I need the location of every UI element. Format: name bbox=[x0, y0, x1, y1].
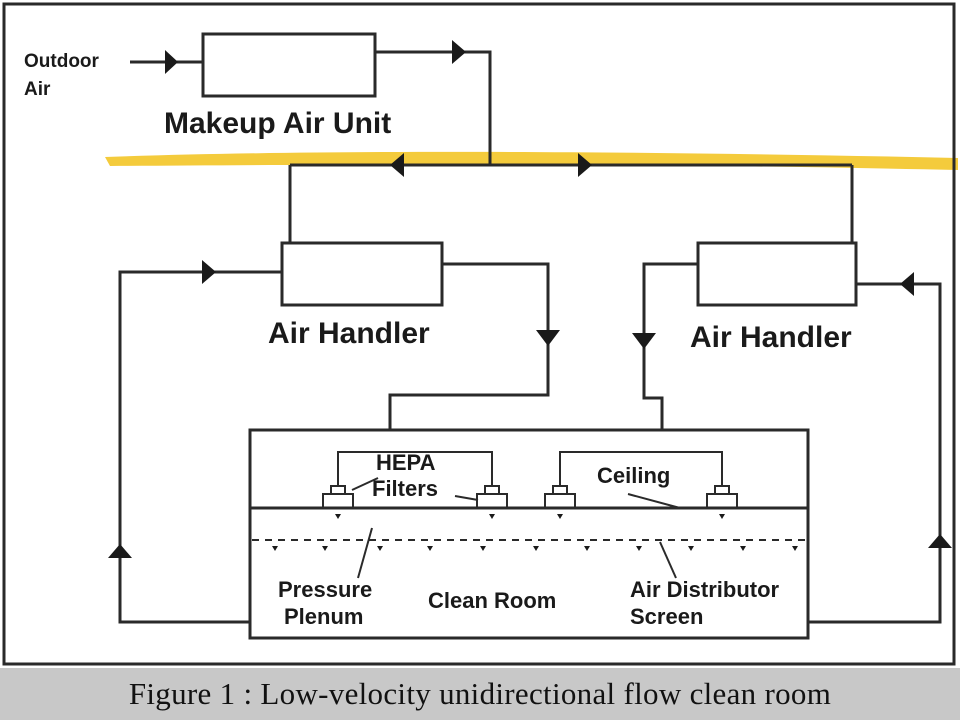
air-distributor-label: Air Distributor bbox=[630, 577, 780, 602]
makeup-air-unit-box bbox=[201, 32, 377, 98]
outdoor-air-label-2: Air bbox=[24, 79, 51, 100]
makeup-supply-arrow bbox=[452, 40, 466, 64]
flow-marker bbox=[427, 546, 433, 551]
flow-marker bbox=[272, 546, 278, 551]
hepa-leader bbox=[351, 477, 379, 491]
flow-marker bbox=[636, 546, 642, 551]
screen-leader bbox=[659, 541, 677, 579]
header-arrow-left bbox=[390, 153, 404, 177]
flow-marker bbox=[533, 546, 539, 551]
ceiling-label: Ceiling bbox=[597, 463, 670, 488]
header-arrow-right bbox=[578, 153, 592, 177]
right-return-arrow-side bbox=[928, 534, 952, 548]
air-handler-left-box bbox=[280, 241, 444, 307]
right-supply-line bbox=[642, 262, 698, 430]
hepa-label: HEPA bbox=[376, 450, 436, 475]
ceiling-leader bbox=[627, 493, 681, 509]
hepa-filter bbox=[476, 485, 508, 509]
hepa-filter bbox=[322, 485, 354, 509]
pressure-label: Pressure bbox=[278, 577, 372, 602]
outdoor-air-label: Outdoor bbox=[24, 51, 100, 72]
left-return-arrow-top bbox=[202, 260, 216, 284]
airflow-markers bbox=[272, 514, 798, 551]
flow-marker bbox=[688, 546, 694, 551]
flow-marker bbox=[740, 546, 746, 551]
diagram-panel: Outdoor Air Makeup Air Unit Air Handler … bbox=[2, 2, 958, 666]
plenum-label: Plenum bbox=[284, 604, 363, 629]
left-return-line bbox=[118, 270, 282, 624]
clean-room-label: Clean Room bbox=[428, 588, 556, 613]
right-supply-arrow bbox=[632, 333, 656, 349]
hepa-leader-right bbox=[454, 495, 479, 501]
right-return-line bbox=[808, 282, 942, 624]
hepa-filter bbox=[544, 485, 576, 509]
pressure-leader bbox=[357, 527, 373, 579]
flow-marker bbox=[322, 546, 328, 551]
flow-marker bbox=[480, 546, 486, 551]
left-supply-arrow bbox=[536, 330, 560, 346]
figure-caption: Figure 1 : Low-velocity unidirectional f… bbox=[128, 676, 832, 711]
diagram-border bbox=[2, 2, 956, 666]
air-handler-left-label: Air Handler bbox=[268, 317, 430, 350]
flow-marker bbox=[377, 546, 383, 551]
flow-marker bbox=[584, 546, 590, 551]
screen-label: Screen bbox=[630, 604, 703, 629]
flow-marker bbox=[335, 514, 341, 519]
caption-bar: Figure 1 : Low-velocity unidirectional f… bbox=[0, 668, 960, 720]
outdoor-air-arrow bbox=[165, 50, 178, 74]
flow-diagram: Outdoor Air Makeup Air Unit Air Handler … bbox=[2, 2, 958, 666]
hepa-filter bbox=[706, 485, 738, 509]
flow-marker bbox=[557, 514, 563, 519]
air-handler-right-label: Air Handler bbox=[690, 321, 852, 354]
highlight-stroke bbox=[105, 151, 958, 170]
left-manifold bbox=[337, 451, 493, 486]
air-handler-right-box bbox=[696, 241, 858, 307]
clean-room-box bbox=[248, 428, 810, 640]
flow-marker bbox=[792, 546, 798, 551]
left-supply-line bbox=[388, 262, 550, 430]
left-return-arrow-side bbox=[108, 544, 132, 558]
makeup-supply-line bbox=[375, 50, 492, 165]
flow-marker bbox=[719, 514, 725, 519]
right-manifold bbox=[559, 451, 723, 486]
flow-marker bbox=[489, 514, 495, 519]
makeup-air-unit-label: Makeup Air Unit bbox=[164, 107, 391, 140]
right-return-arrow-top bbox=[900, 272, 914, 296]
filters-label: Filters bbox=[372, 476, 438, 501]
